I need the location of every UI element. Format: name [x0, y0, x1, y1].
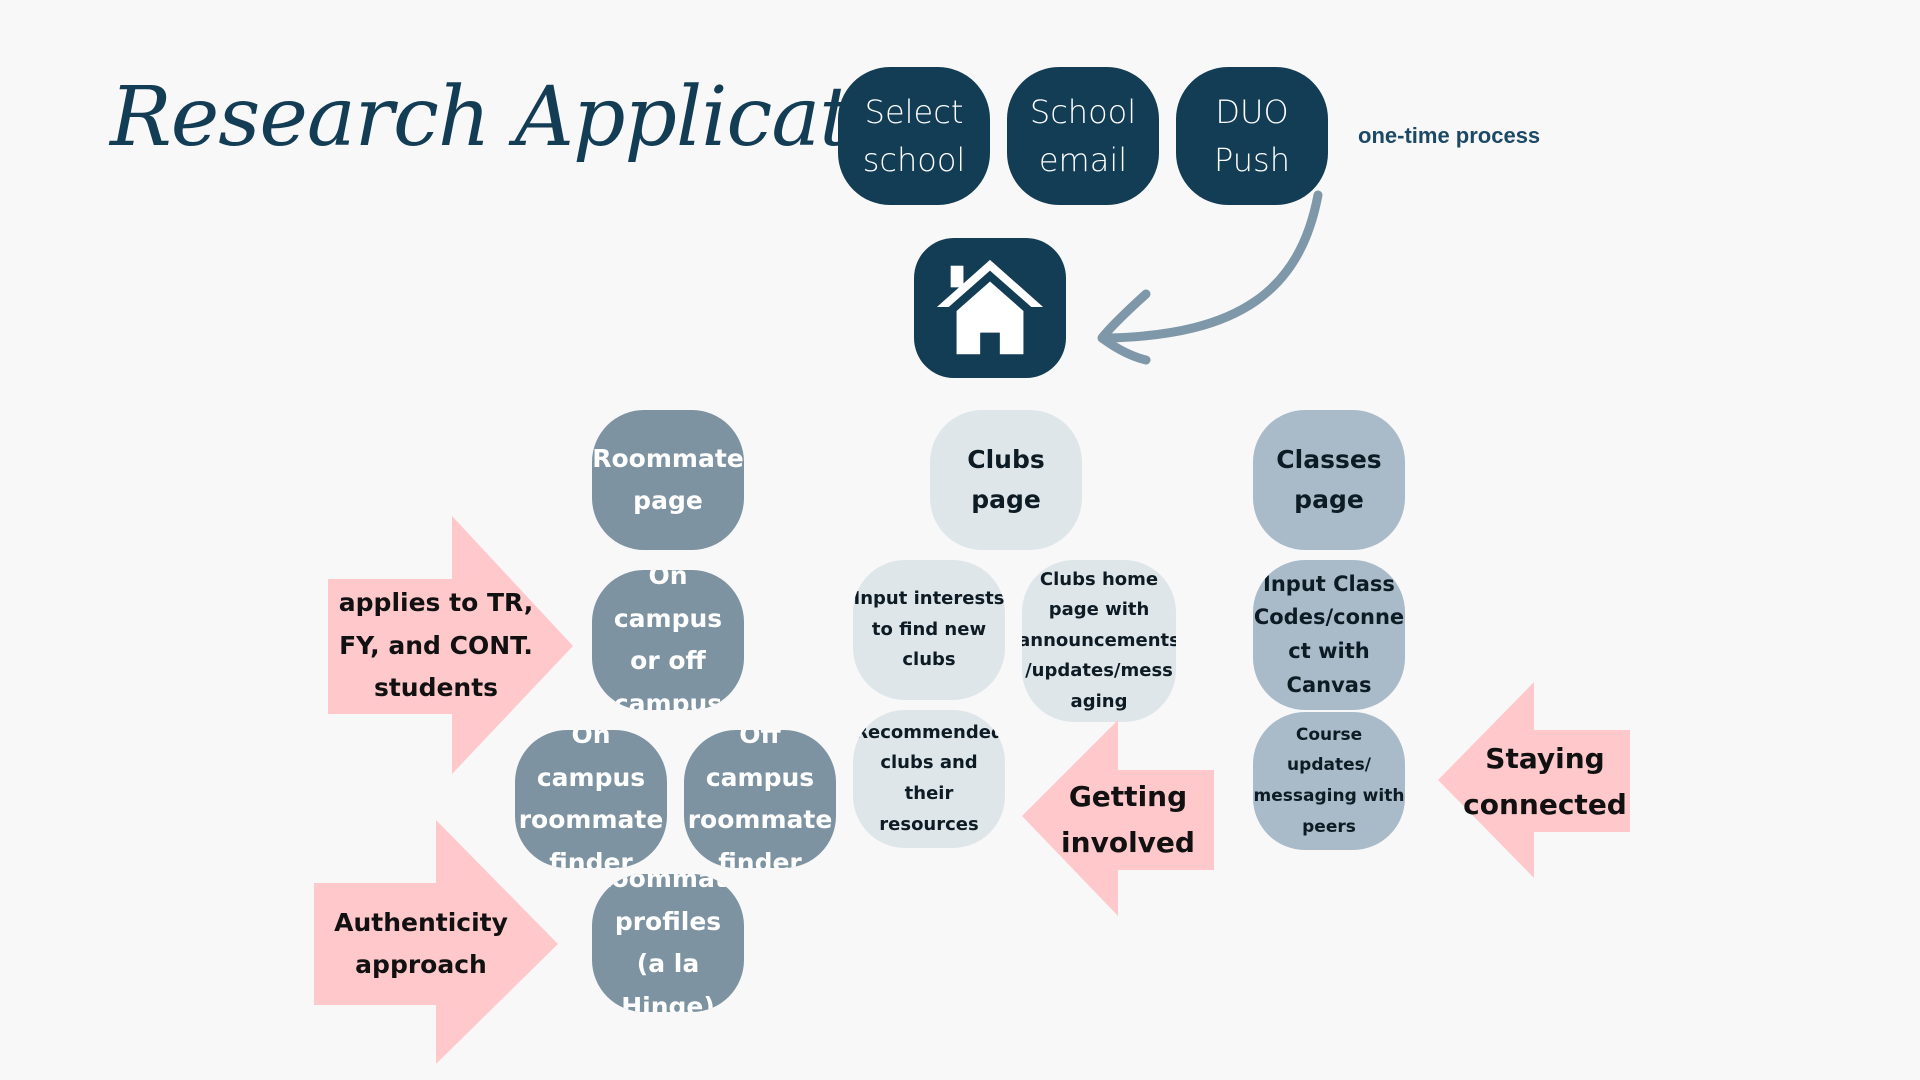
one-time-process-note: one-time process	[1358, 123, 1541, 148]
connected-callout-arrow	[1438, 682, 1630, 878]
applies-callout-label: applies to TR,FY, and CONT.students	[338, 588, 534, 703]
home-icon	[936, 259, 1044, 355]
applies-callout-arrow	[328, 516, 573, 774]
authenticity-callout-arrow	[314, 820, 558, 1064]
involved-callout-arrow	[1022, 720, 1214, 916]
home-node	[914, 238, 1066, 378]
page-title: Research Application	[110, 70, 978, 165]
clubs-page-node: Clubs page	[930, 410, 1082, 550]
